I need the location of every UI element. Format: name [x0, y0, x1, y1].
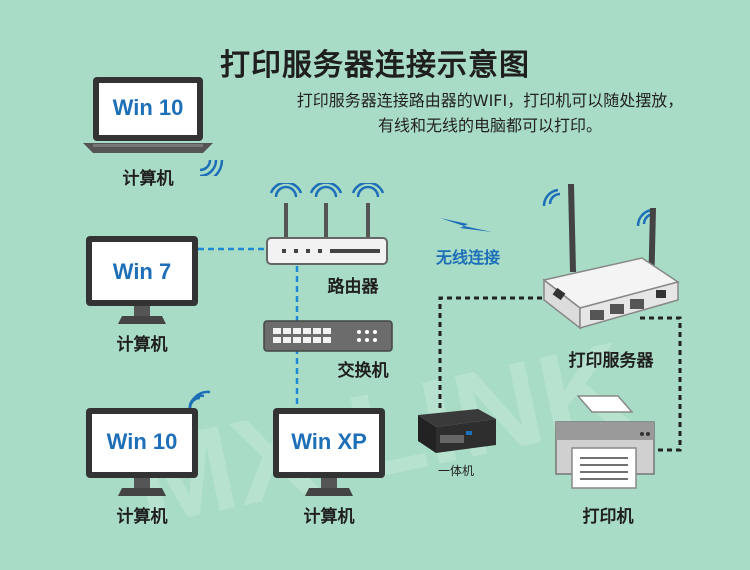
- win7-label: 计算机: [116, 335, 168, 355]
- switch-icon: [263, 320, 393, 352]
- desktop-monitor-icon: [273, 408, 385, 496]
- wireless-connection-label: 无线连接: [436, 248, 501, 267]
- laptop-icon: [83, 77, 213, 153]
- page-subtitle: 打印服务器连接路由器的WIFI，打印机可以随处摆放，有线和无线的电脑都可以打印。: [296, 91, 684, 135]
- desktop-monitor-icon: [86, 236, 198, 324]
- printer-icon: [555, 395, 655, 489]
- print-server-icon: [542, 184, 680, 330]
- win7-screen-text: Win 7: [112, 259, 172, 284]
- laptop-label: 计算机: [122, 169, 174, 189]
- switch-label: 交换机: [337, 361, 389, 381]
- wifi-signal-icon: [199, 159, 224, 176]
- router-label: 路由器: [327, 277, 379, 297]
- win10-desktop-screen-text: Win 10: [106, 429, 178, 454]
- usb-line-server-printer: [640, 316, 682, 452]
- mfp-icon: [418, 409, 496, 453]
- print-server-label: 打印服务器: [568, 351, 654, 371]
- winxp-label: 计算机: [303, 507, 355, 527]
- win10-desktop-label: 计算机: [116, 507, 168, 527]
- desktop-monitor-icon: [86, 408, 198, 496]
- printer-label: 打印机: [582, 507, 634, 527]
- router-icon: [266, 183, 388, 265]
- usb-line-server-mfp: [438, 296, 560, 408]
- lightning-icon: [440, 218, 492, 232]
- page-title: 打印服务器连接示意图: [220, 48, 530, 83]
- laptop-screen-text: Win 10: [112, 95, 184, 120]
- mfp-label: 一体机: [437, 464, 474, 478]
- winxp-screen-text: Win XP: [291, 429, 367, 454]
